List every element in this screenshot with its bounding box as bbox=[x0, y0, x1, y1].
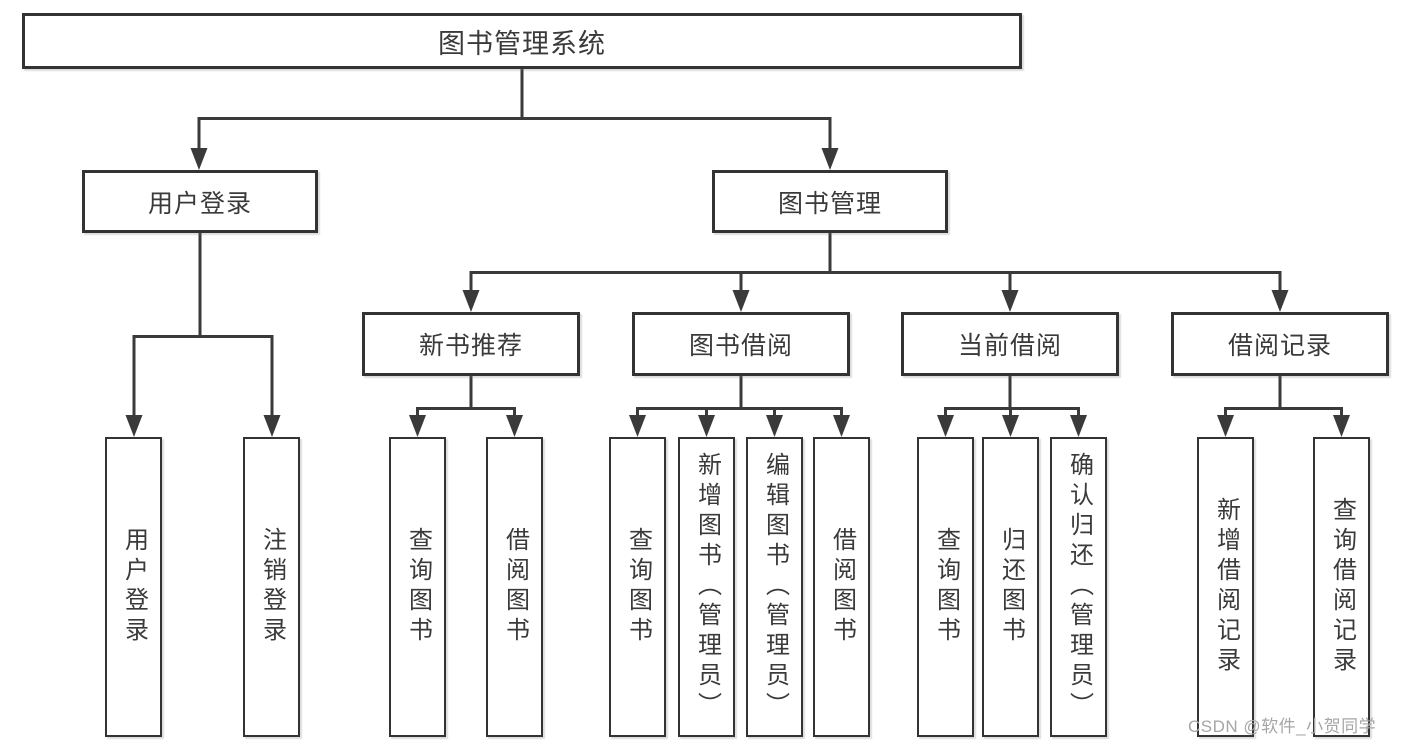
leaf-borrow-query-books: 查询图书 bbox=[609, 437, 666, 737]
section-new-book-recommend-label: 新书推荐 bbox=[418, 332, 523, 360]
section-new-book-recommend: 新书推荐 bbox=[362, 312, 580, 376]
leaf-user-login-label: 用户登录 bbox=[120, 527, 148, 647]
branch-user-login-label: 用户登录 bbox=[147, 189, 252, 218]
leaf-borrow-books-label: 借阅图书 bbox=[828, 527, 856, 647]
leaf-edit-books-admin: 编辑图书（管理员） bbox=[746, 437, 803, 737]
branch-book-management: 图书管理 bbox=[712, 170, 948, 233]
root-node-label: 图书管理系统 bbox=[438, 28, 606, 59]
section-current-borrow-label: 当前借阅 bbox=[957, 332, 1062, 360]
leaf-recommend-borrow-books-label: 借阅图书 bbox=[501, 527, 529, 647]
leaf-recommend-query-books: 查询图书 bbox=[389, 437, 446, 737]
section-book-borrow: 图书借阅 bbox=[632, 312, 850, 376]
connector-lines bbox=[132, 66, 1343, 417]
section-book-borrow-label: 图书借阅 bbox=[688, 332, 793, 360]
connector-arrowheads bbox=[125, 148, 1350, 437]
watermark: CSDN @软件_小贺同学 bbox=[1188, 717, 1377, 736]
leaf-add-books-admin: 新增图书（管理员） bbox=[678, 437, 735, 737]
section-borrow-records-label: 借阅记录 bbox=[1227, 332, 1332, 360]
leaf-user-login: 用户登录 bbox=[105, 437, 162, 737]
leaf-borrow-query-books-label: 查询图书 bbox=[624, 527, 652, 647]
leaf-add-borrow-record-label: 新增借阅记录 bbox=[1212, 497, 1240, 677]
section-borrow-records: 借阅记录 bbox=[1171, 312, 1389, 376]
leaf-return-books-label: 归还图书 bbox=[997, 527, 1025, 647]
branch-book-management-label: 图书管理 bbox=[777, 189, 882, 218]
branch-user-login: 用户登录 bbox=[82, 170, 318, 233]
leaf-logout-label: 注销登录 bbox=[258, 527, 286, 647]
leaf-recommend-borrow-books: 借阅图书 bbox=[486, 437, 543, 737]
leaf-query-borrow-record: 查询借阅记录 bbox=[1313, 437, 1370, 737]
leaf-edit-books-admin-label: 编辑图书（管理员） bbox=[761, 452, 789, 722]
leaf-current-query-books-label: 查询图书 bbox=[932, 527, 960, 647]
leaf-borrow-books: 借阅图书 bbox=[813, 437, 870, 737]
leaf-current-query-books: 查询图书 bbox=[917, 437, 974, 737]
leaf-logout: 注销登录 bbox=[243, 437, 300, 737]
leaf-query-borrow-record-label: 查询借阅记录 bbox=[1328, 497, 1356, 677]
root-node-library-system: 图书管理系统 bbox=[22, 13, 1022, 69]
leaf-recommend-query-books-label: 查询图书 bbox=[404, 527, 432, 647]
leaf-return-books: 归还图书 bbox=[982, 437, 1039, 737]
leaf-add-books-admin-label: 新增图书（管理员） bbox=[693, 452, 721, 722]
section-current-borrow: 当前借阅 bbox=[901, 312, 1119, 376]
leaf-confirm-return-admin: 确认归还（管理员） bbox=[1050, 437, 1107, 737]
leaf-confirm-return-admin-label: 确认归还（管理员） bbox=[1065, 452, 1093, 722]
leaf-add-borrow-record: 新增借阅记录 bbox=[1197, 437, 1254, 737]
